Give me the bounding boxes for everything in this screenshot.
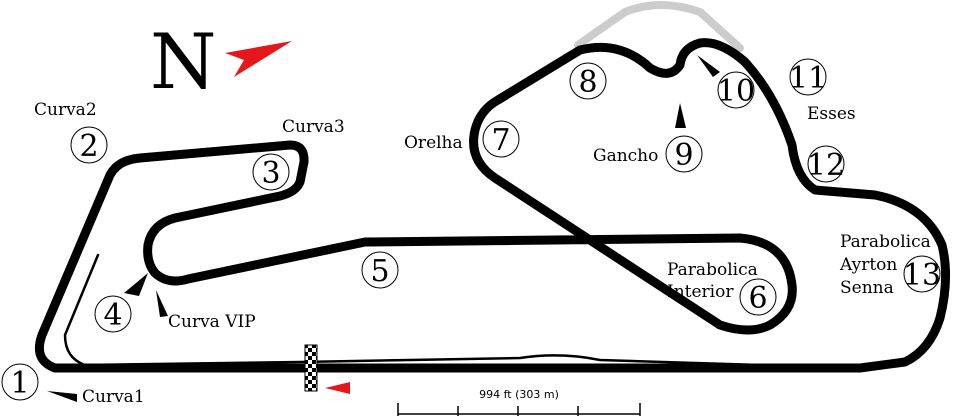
scale-bar	[397, 403, 641, 416]
corner-13-label-line-3: Senna	[840, 278, 894, 298]
north-letter: N	[150, 17, 217, 106]
corner-10-circle	[717, 71, 755, 109]
corner-2-number: 2	[79, 129, 98, 164]
pit-lane	[63, 253, 762, 367]
corner-9-pointer	[675, 103, 686, 128]
corner-7-circle	[482, 120, 520, 158]
corner-6-circle	[739, 278, 777, 316]
corner-11-marker: 11	[789, 58, 827, 96]
main-track	[34, 38, 951, 373]
corner-6-number: 6	[748, 281, 767, 316]
curva-vip-pointer	[156, 290, 168, 317]
corner-8-circle	[569, 62, 607, 100]
corner-4-number: 4	[103, 298, 122, 333]
corner-6-label-line-1: Parabolica	[667, 260, 758, 280]
corner-1-circle	[1, 363, 39, 401]
corner-3-marker: 3	[252, 153, 290, 191]
corner-13-label: Parabolica Ayrton Senna	[839, 232, 936, 298]
corner-3-number: 3	[261, 156, 280, 191]
corner-11-circle	[789, 58, 827, 96]
corner-6-label: Parabolica Interior	[667, 260, 763, 302]
corner-13-marker: 13	[903, 255, 941, 293]
direction-arrow	[225, 41, 292, 77]
corner-4-pointer	[124, 273, 148, 296]
corner-8-number: 8	[578, 65, 597, 100]
old-track-section	[574, 1, 744, 52]
start-direction-arrow	[325, 382, 350, 394]
corner-8-marker: 8	[569, 62, 607, 100]
corner-5-marker: 5	[361, 251, 399, 289]
corner-11-label: Esses	[807, 104, 856, 124]
start-finish-line	[304, 344, 318, 392]
corner-9-marker: 9	[665, 135, 703, 173]
corner-13-circle	[903, 255, 941, 293]
corner-12-marker: 12	[807, 145, 845, 183]
corner-5-number: 5	[370, 254, 389, 289]
corner-13-number: 13	[903, 258, 941, 293]
corner-7-label: Orelha	[404, 133, 463, 153]
corner-10-marker: 10	[717, 71, 755, 109]
corner-1-number: 1	[10, 366, 29, 401]
corner-1-pointer	[47, 391, 77, 402]
corner-6-marker: 6	[739, 278, 777, 316]
corner-4-label: Curva VIP	[168, 312, 256, 332]
corner-3-circle	[252, 153, 290, 191]
scale-label: 994 ft (303 m)	[479, 388, 559, 401]
corner-1-marker: 1	[1, 363, 39, 401]
corner-10-pointer	[697, 55, 720, 77]
corner-1-label: Curva1	[82, 387, 145, 407]
corner-11-number: 11	[789, 61, 827, 96]
corner-12-number: 12	[807, 148, 845, 183]
corner-2-label: Curva2	[34, 100, 97, 120]
corner-4-circle	[94, 295, 132, 333]
corner-2-marker: 2	[70, 126, 108, 164]
corner-7-marker: 7	[482, 120, 520, 158]
corner-12-circle	[807, 145, 845, 183]
corner-2-circle	[70, 126, 108, 164]
corner-9-circle	[665, 135, 703, 173]
corner-13-label-line-2: Ayrton	[839, 255, 897, 275]
corner-5-circle	[361, 251, 399, 289]
corner-9-number: 9	[674, 138, 693, 173]
corner-13-label-line-1: Parabolica	[840, 232, 931, 252]
corner-7-number: 7	[491, 123, 510, 158]
corner-3-label: Curva3	[282, 117, 345, 137]
corner-4-marker: 4	[94, 295, 132, 333]
corner-9-label: Gancho	[593, 146, 658, 166]
corner-10-number: 10	[717, 74, 755, 109]
corner-6-label-line-2: Interior	[667, 282, 734, 302]
